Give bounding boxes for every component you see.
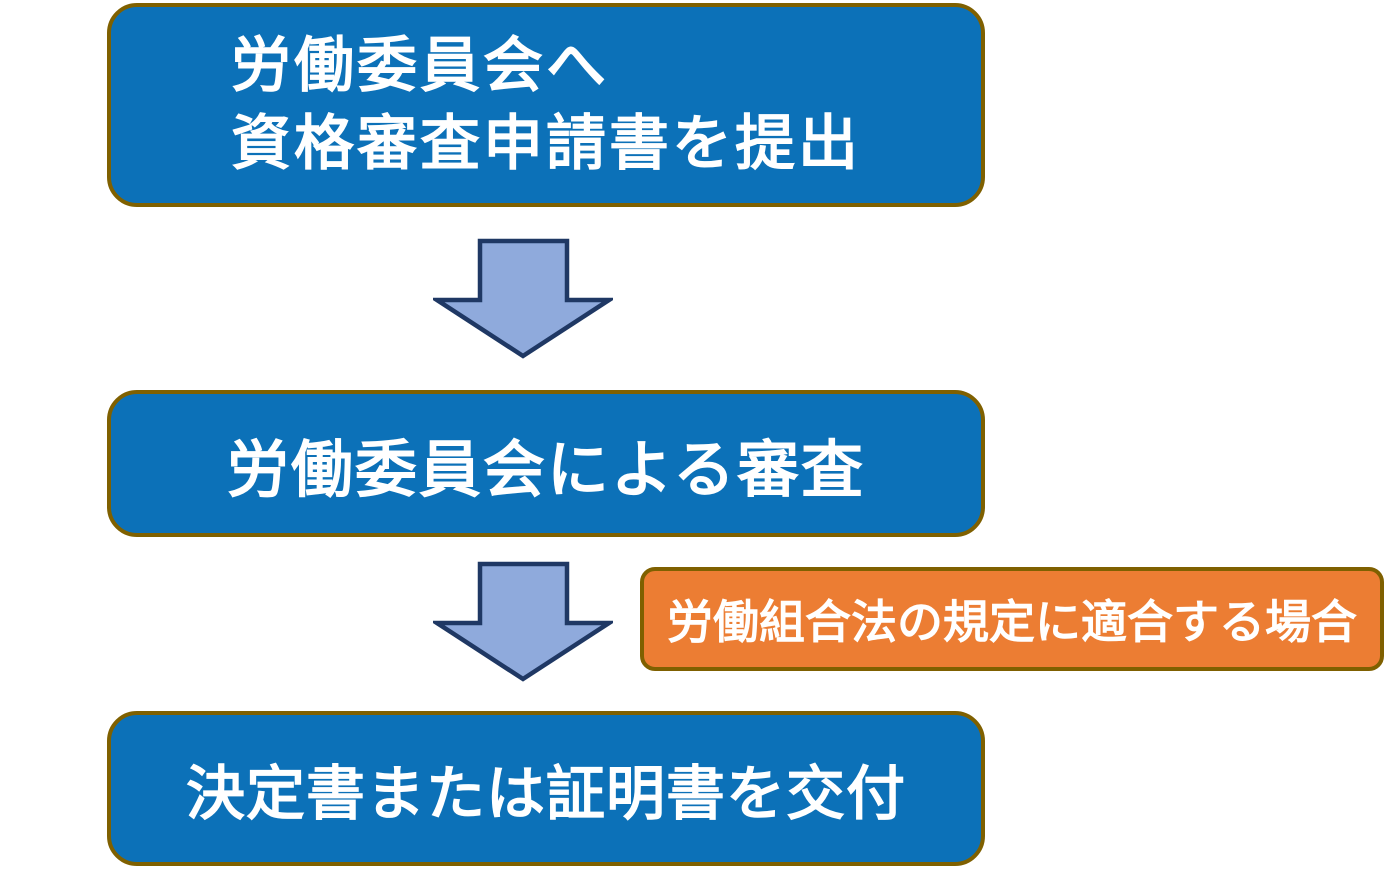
condition-label: 労働組合法の規定に適合する場合 <box>667 595 1357 649</box>
step-box-submit-application: 労働委員会へ 資格審査申請書を提出 <box>107 3 985 207</box>
down-arrow-icon <box>433 561 613 682</box>
down-arrow-icon <box>433 238 613 359</box>
step-label-line-2: 資格審査申請書を提出 <box>231 109 861 179</box>
step-label-block: 労働委員会へ 資格審査申請書を提出 <box>231 27 861 183</box>
step-label: 決定書または証明書を交付 <box>185 759 906 828</box>
step-box-issue-certificate: 決定書または証明書を交付 <box>107 711 985 866</box>
step-label-line-1: 労働委員会へ <box>231 31 609 101</box>
condition-box: 労働組合法の規定に適合する場合 <box>640 567 1384 671</box>
step-box-examination: 労働委員会による審査 <box>107 390 985 537</box>
step-label: 労働委員会による審査 <box>226 432 866 506</box>
